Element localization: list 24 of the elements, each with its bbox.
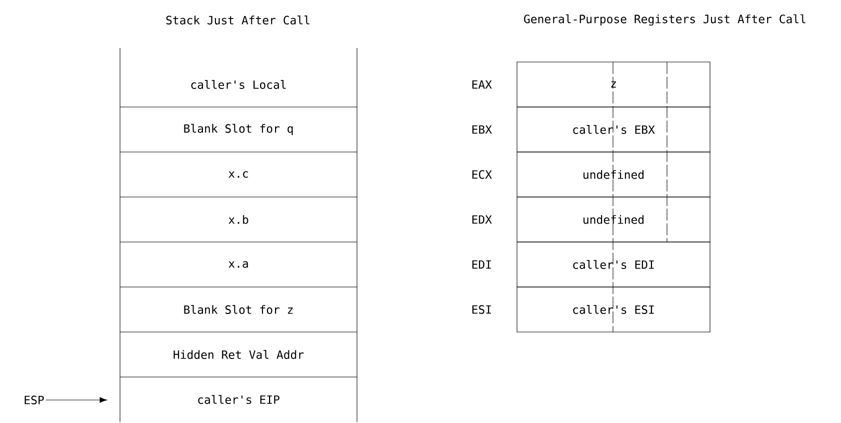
column-heading: Stack Just After Call: [166, 16, 310, 24]
stack-cell: caller's Local: [120, 48, 358, 108]
register-name: EDX: [472, 215, 492, 224]
register-name: EDI: [472, 260, 491, 269]
stack-cell: caller's EIP: [120, 376, 358, 422]
pointer-label: ESP: [24, 396, 44, 404]
register-cell: caller's EBX: [516, 106, 710, 152]
register-name: ECX: [472, 170, 492, 179]
arrow: [46, 397, 107, 403]
stack-cell: Blank Slot for q: [120, 106, 358, 152]
register-cell: undefined: [516, 196, 710, 242]
register-name: EAX: [472, 80, 492, 89]
register-cell: caller's EDI: [516, 242, 710, 288]
stack-cell: x.c: [120, 152, 358, 198]
register-cell: undefined: [516, 152, 710, 198]
register-cell: z: [516, 62, 710, 108]
stack-cell: x.a: [120, 242, 358, 288]
register-name: EBX: [472, 125, 492, 134]
stack-cell: Hidden Ret Val Addr: [120, 332, 358, 378]
register-cell: caller's ESI: [516, 286, 710, 332]
register-name: ESI: [472, 305, 491, 314]
stack-cell: x.b: [120, 196, 358, 242]
stack-cell: Blank Slot for z: [120, 286, 358, 332]
column-heading: General-Purpose Registers Just After Call: [524, 14, 806, 26]
